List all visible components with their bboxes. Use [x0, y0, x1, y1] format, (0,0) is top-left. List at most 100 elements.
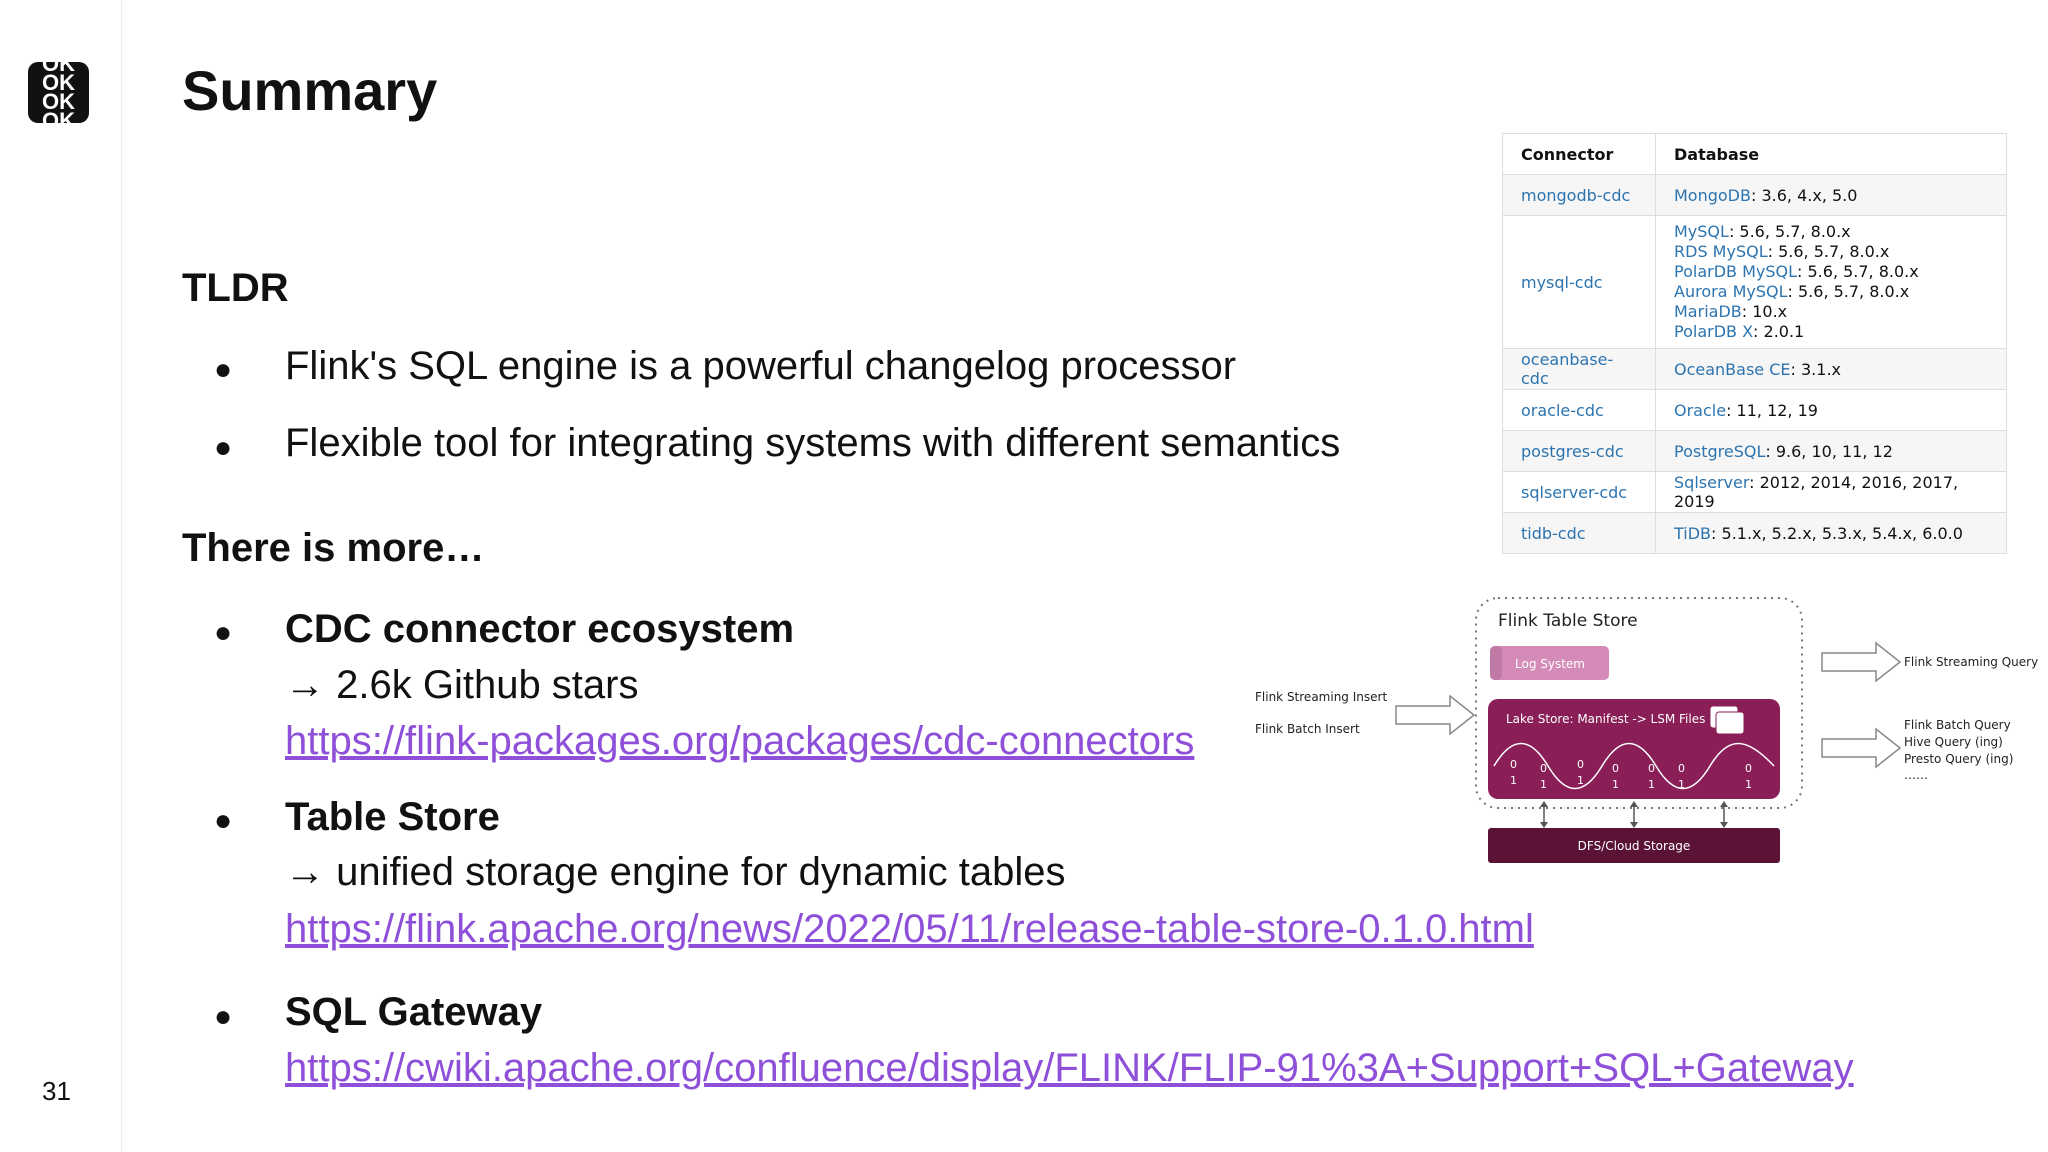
db-name: MariaDB	[1674, 302, 1742, 321]
bit-labels: 0 0 0 0 0 0 0 1 1 1 1 1 1 1	[1510, 758, 1752, 791]
connector-cell: oceanbase-cdc	[1502, 348, 1656, 390]
connector-cell: mongodb-cdc	[1502, 174, 1656, 216]
bit-top: 0	[1540, 762, 1547, 775]
bit-top: 0	[1510, 758, 1517, 771]
logo-line: OK	[42, 70, 75, 95]
db-line: MariaDB: 10.x	[1674, 302, 1988, 322]
lake-store-label: Lake Store: Manifest -> LSM Files	[1506, 712, 1705, 726]
tldr-bullet: Flexible tool for integrating systems wi…	[285, 421, 1341, 465]
connector-cell: sqlserver-cdc	[1502, 471, 1656, 513]
input-streaming-label: Flink Streaming Insert	[1255, 690, 1387, 704]
bit-bottom: 1	[1510, 774, 1517, 787]
logo-line: OK	[42, 89, 75, 114]
bit-top: 0	[1648, 762, 1655, 775]
cdc-title: CDC connector ecosystem	[285, 607, 795, 651]
sidebar: OK OK OK OK 31	[0, 0, 122, 1152]
output-batch-label: Flink Batch Query	[1904, 718, 2011, 732]
table-store-title: Table Store	[285, 795, 500, 839]
table-row: mysql-cdc MySQL: 5.6, 5.7, 8.0.x RDS MyS…	[1502, 215, 2007, 349]
db-name: PostgreSQL	[1674, 441, 1766, 461]
db-versions: : 10.x	[1741, 302, 1788, 321]
output-ellipsis-label: ……	[1904, 768, 1928, 782]
bit-bottom: 1	[1577, 774, 1584, 787]
output-streaming-label: Flink Streaming Query	[1904, 655, 2038, 669]
table-store-link[interactable]: https://flink.apache.org/news/2022/05/11…	[285, 907, 1534, 951]
db-name: MongoDB	[1674, 185, 1751, 205]
table-row: oracle-cdc Oracle: 11, 12, 19	[1502, 389, 2007, 431]
ok-logo: OK OK OK OK	[28, 62, 89, 123]
tldr-bullet: Flink's SQL engine is a powerful changel…	[285, 344, 1237, 388]
log-system-label: Log System	[1515, 657, 1585, 671]
database-cell: OceanBase CE: 3.1.x	[1655, 348, 2007, 390]
input-batch-label: Flink Batch Insert	[1255, 722, 1360, 736]
db-name: RDS MySQL	[1674, 242, 1768, 261]
bit-top: 0	[1612, 762, 1619, 775]
wave-line	[1493, 742, 1775, 790]
db-name: TiDB	[1674, 523, 1712, 543]
bullet-dot-icon: ●	[214, 431, 233, 464]
table-row: mongodb-cdc MongoDB: 3.6, 4.x, 5.0	[1502, 174, 2007, 216]
logo-line: OK	[42, 108, 75, 124]
database-cell: Oracle: 11, 12, 19	[1655, 389, 2007, 431]
bit-top: 0	[1678, 762, 1685, 775]
db-versions: : 11, 12, 19	[1726, 400, 1818, 420]
db-name: PolarDB MySQL	[1674, 262, 1798, 281]
database-cell: Sqlserver: 2012, 2014, 2016, 2017, 2019	[1655, 471, 2007, 513]
db-versions: : 3.1.x	[1790, 359, 1841, 379]
output-batch-arrow-icon	[1821, 727, 1902, 769]
table-store-subtitle: → unified storage engine for dynamic tab…	[285, 850, 1066, 894]
table-store-title: Flink Table Store	[1498, 611, 1638, 631]
db-versions: : 9.6, 10, 11, 12	[1765, 441, 1893, 461]
sql-gateway-title: SQL Gateway	[285, 990, 543, 1034]
db-versions: : 5.6, 5.7, 8.0.x	[1728, 222, 1851, 241]
more-heading: There is more…	[182, 526, 485, 570]
cdc-link[interactable]: https://flink-packages.org/packages/cdc-…	[285, 719, 1195, 763]
bullet-dot-icon: ●	[214, 1000, 233, 1033]
connector-cell: mysql-cdc	[1502, 215, 1656, 349]
table-row: postgres-cdc PostgreSQL: 9.6, 10, 11, 12	[1502, 430, 2007, 472]
output-hive-label: Hive Query (ing)	[1904, 735, 2003, 749]
sql-gateway-link[interactable]: https://cwiki.apache.org/confluence/disp…	[285, 1046, 1854, 1090]
db-name: Oracle	[1674, 400, 1727, 420]
db-line: MySQL: 5.6, 5.7, 8.0.x	[1674, 222, 1988, 242]
output-presto-label: Presto Query (ing)	[1904, 752, 2013, 766]
storage-box	[1488, 828, 1780, 863]
storage-label: DFS/Cloud Storage	[1578, 839, 1691, 853]
table-store-container	[1475, 597, 1803, 809]
connector-table: Connector Database mongodb-cdc MongoDB: …	[1502, 133, 2007, 554]
table-header: Connector	[1502, 133, 1656, 175]
table-header: Database	[1655, 133, 2007, 175]
file-icon	[1715, 711, 1745, 735]
database-cell: PostgreSQL: 9.6, 10, 11, 12	[1655, 430, 2007, 472]
db-line: PolarDB MySQL: 5.6, 5.7, 8.0.x	[1674, 262, 1988, 282]
connector-arrowheads	[1540, 801, 1728, 828]
db-versions: : 2012, 2014, 2016, 2017, 2019	[1674, 473, 1959, 511]
bit-bottom: 1	[1745, 778, 1752, 791]
logo-text: OK OK OK OK	[28, 62, 89, 123]
log-system-box	[1490, 646, 1609, 680]
db-line: PolarDB X: 2.0.1	[1674, 322, 1988, 342]
db-name: Aurora MySQL	[1674, 282, 1788, 301]
log-system-cap	[1490, 646, 1502, 680]
bullet-dot-icon: ●	[214, 353, 233, 386]
db-versions: : 5.6, 5.7, 8.0.x	[1767, 242, 1890, 261]
table-header-row: Connector Database	[1502, 133, 2007, 175]
db-versions: : 5.1.x, 5.2.x, 5.3.x, 5.4.x, 6.0.0	[1711, 523, 1963, 543]
db-versions: : 2.0.1	[1753, 322, 1805, 341]
database-cell: TiDB: 5.1.x, 5.2.x, 5.3.x, 5.4.x, 6.0.0	[1655, 512, 2007, 554]
page-number: 31	[42, 1076, 71, 1106]
db-versions: : 3.6, 4.x, 5.0	[1750, 185, 1858, 205]
bit-bottom: 1	[1648, 778, 1655, 791]
bullet-dot-icon: ●	[214, 616, 233, 649]
table-row: sqlserver-cdc Sqlserver: 2012, 2014, 201…	[1502, 471, 2007, 513]
connector-cell: postgres-cdc	[1502, 430, 1656, 472]
output-streaming-arrow-icon	[1821, 641, 1902, 683]
db-name: MySQL	[1674, 222, 1729, 241]
db-line: Aurora MySQL: 5.6, 5.7, 8.0.x	[1674, 282, 1988, 302]
bit-top: 0	[1577, 758, 1584, 771]
db-versions: : 5.6, 5.7, 8.0.x	[1797, 262, 1919, 281]
database-cell: MySQL: 5.6, 5.7, 8.0.x RDS MySQL: 5.6, 5…	[1655, 215, 2007, 349]
bit-top: 0	[1745, 762, 1752, 775]
connector-cell: oracle-cdc	[1502, 389, 1656, 431]
bit-bottom: 1	[1612, 778, 1619, 791]
